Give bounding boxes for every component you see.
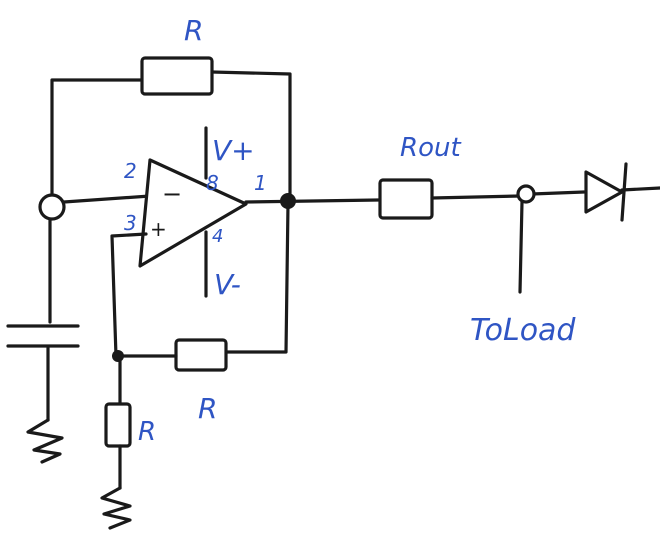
capacitor bbox=[6, 324, 80, 348]
op-amp bbox=[138, 158, 248, 268]
node-load bbox=[516, 184, 536, 204]
pin-label-vminus: 4 bbox=[212, 226, 223, 247]
pin-label-noninverting: 3 bbox=[124, 211, 137, 235]
wire-rout-to-node bbox=[430, 194, 522, 200]
label-r-ground: R bbox=[138, 417, 156, 447]
wire-top-feedback bbox=[50, 70, 292, 209]
pin-label-vplus: 8 bbox=[206, 171, 219, 195]
diode-bar bbox=[620, 162, 628, 222]
plus-sign: + bbox=[150, 217, 167, 241]
node-lower bbox=[112, 350, 124, 362]
diode-symbol bbox=[584, 170, 624, 214]
resistor-feedback-bottom bbox=[174, 338, 228, 372]
minus-sign: − bbox=[162, 180, 182, 208]
wire-inverting-input bbox=[62, 194, 152, 204]
wire-output-down bbox=[224, 202, 290, 354]
label-v-plus: V+ bbox=[212, 134, 255, 167]
wire-noninverting-input bbox=[110, 232, 148, 358]
resistor-out bbox=[378, 178, 434, 220]
node-left bbox=[38, 193, 66, 221]
label-to-load: ToLoad bbox=[470, 313, 576, 348]
label-r-feedback-top: R bbox=[184, 14, 203, 47]
ground-symbol-bottom bbox=[100, 486, 132, 530]
label-v-minus: V- bbox=[214, 268, 241, 301]
resistor-feedback-top bbox=[140, 56, 214, 96]
label-r-out: Rout bbox=[400, 133, 461, 163]
node-output bbox=[280, 193, 296, 209]
pin-label-output: 1 bbox=[254, 171, 267, 195]
resistor-ground bbox=[104, 402, 132, 448]
wire-to-diode bbox=[530, 190, 586, 196]
ground-symbol-left bbox=[26, 418, 64, 464]
wire-output bbox=[244, 198, 380, 204]
label-r-feedback-bottom: R bbox=[198, 392, 217, 425]
pin-label-inverting: 2 bbox=[124, 159, 137, 183]
wire-diode-out bbox=[620, 186, 660, 192]
wire-to-load bbox=[518, 200, 524, 294]
